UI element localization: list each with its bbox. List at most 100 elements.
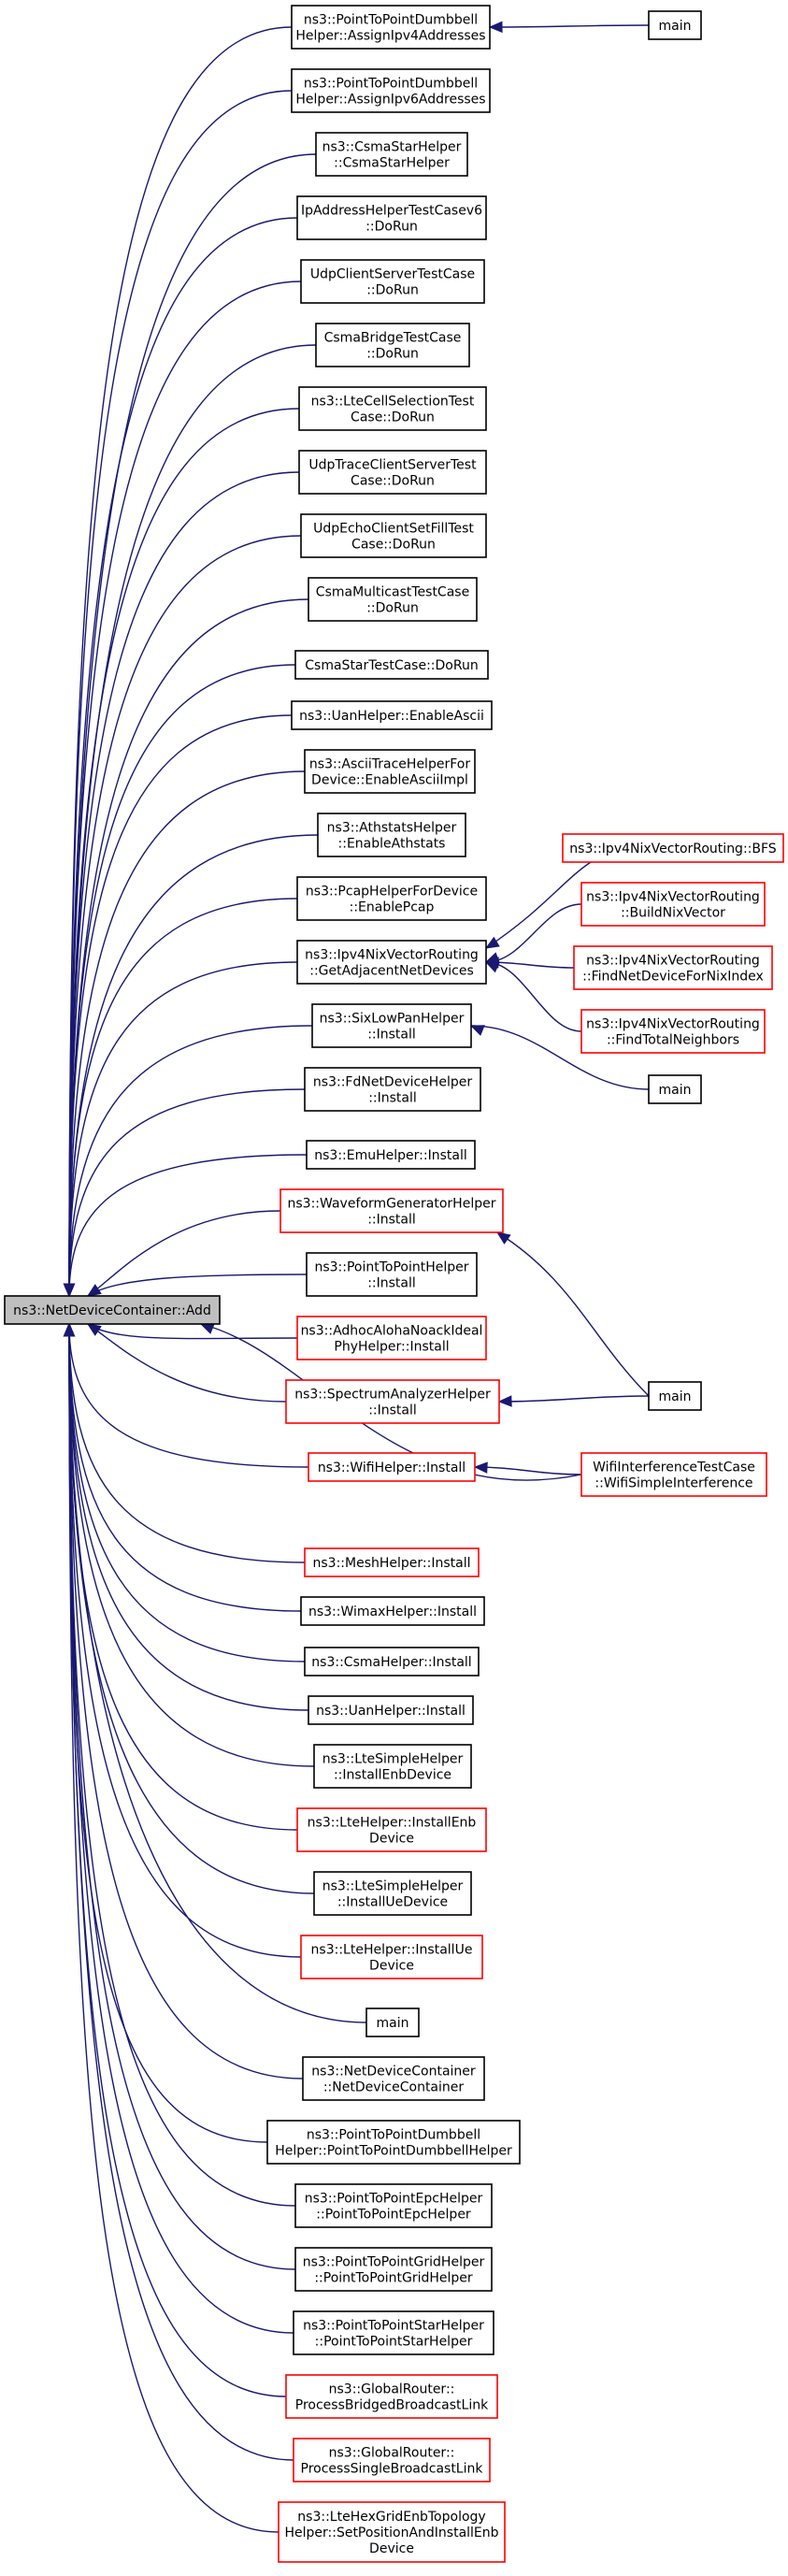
graph-node[interactable]: ns3::CsmaHelper::Install <box>304 1647 480 1677</box>
graph-node[interactable]: ns3::UanHelper::Install <box>308 1695 474 1725</box>
node-label: main <box>659 19 692 34</box>
graph-node[interactable]: ns3::SixLowPanHelper::Install <box>311 1003 472 1048</box>
node-label: UdpClientServerTestCase <box>310 267 475 282</box>
edge-layer <box>63 21 650 2533</box>
graph-node[interactable]: ns3::SpectrumAnalyzerHelper::Install <box>285 1379 500 1424</box>
node-label: ns3::AsciiTraceHelperFor <box>309 757 470 772</box>
node-box <box>648 10 702 40</box>
call-edge <box>68 1323 304 2080</box>
node-label: ns3::CsmaHelper::Install <box>311 1655 471 1670</box>
node-box <box>296 195 487 240</box>
graph-node[interactable]: ns3::AthstatsHelper::EnableAthstats <box>317 813 466 857</box>
graph-node[interactable]: ns3::LteSimpleHelper::InstallEnbDevice <box>313 1744 472 1789</box>
call-edge <box>68 1323 287 2397</box>
graph-node[interactable]: ns3::CsmaStarHelper::CsmaStarHelper <box>315 132 468 177</box>
graph-node[interactable]: ns3::AsciiTraceHelperForDevice::EnableAs… <box>304 749 476 794</box>
node-label: ns3::PointToPointStarHelper <box>303 2319 484 2334</box>
graph-node[interactable]: main <box>648 1074 702 1104</box>
graph-node[interactable]: ns3::FdNetDeviceHelper::Install <box>304 1067 481 1112</box>
node-box <box>365 2008 420 2037</box>
node-label: ns3::LteCellSelectionTest <box>311 395 475 410</box>
graph-node[interactable]: ns3::LteSimpleHelper::InstallUeDevice <box>313 1871 472 1916</box>
graph-node[interactable]: ns3::LteHexGridEnbTopologyHelper::SetPos… <box>278 2501 506 2563</box>
call-edge <box>87 1210 281 1297</box>
node-label: ns3::PointToPointDumbbell <box>304 77 478 92</box>
graph-node[interactable]: ns3::GlobalRouter::ProcessBridgedBroadca… <box>285 2374 498 2419</box>
node-label: Case::DoRun <box>351 474 435 489</box>
graph-node[interactable]: main <box>365 2008 420 2037</box>
node-box <box>296 1807 487 1852</box>
graph-node[interactable]: ns3::Ipv4NixVectorRouting::BuildNixVecto… <box>580 882 766 927</box>
node-box <box>294 650 489 680</box>
node-box <box>580 1452 767 1497</box>
graph-node[interactable]: ns3::LteHelper::InstallUeDevice <box>300 1935 483 1979</box>
graph-node[interactable]: ns3::Ipv4NixVectorRouting::BFS <box>562 833 784 863</box>
graph-node[interactable]: ns3::AdhocAlohaNoackIdealPhyHelper::Inst… <box>296 1316 487 1360</box>
graph-node[interactable]: IpAddressHelperTestCasev6::DoRun <box>296 195 487 240</box>
node-box <box>300 513 487 558</box>
graph-node[interactable]: ns3::WifiHelper::Install <box>308 1452 476 1482</box>
graph-node[interactable]: CsmaBridgeTestCase::DoRun <box>315 323 470 367</box>
graph-node[interactable]: CsmaMulticastTestCase::DoRun <box>308 577 478 622</box>
call-edge <box>68 1025 313 1297</box>
graph-node[interactable]: ns3::WaveformGeneratorHelper::Install <box>279 1188 504 1233</box>
node-box <box>293 2310 494 2355</box>
node-box <box>304 1647 480 1677</box>
graph-node[interactable]: ns3::PointToPointEpcHelper::PointToPoint… <box>294 2183 493 2228</box>
graph-node[interactable]: ns3::Ipv4NixVectorRouting::GetAdjacentNe… <box>296 940 487 985</box>
node-box <box>302 2056 485 2101</box>
graph-node[interactable]: ns3::PointToPointDumbbellHelper::PointTo… <box>266 2120 521 2165</box>
node-label: ns3::Ipv4NixVectorRouting <box>586 890 760 905</box>
graph-node[interactable]: ns3::GlobalRouter::ProcessSingleBroadcas… <box>293 2438 491 2482</box>
node-label: ::GetAdjacentNetDevices <box>309 964 474 979</box>
graph-node[interactable]: CsmaStarTestCase::DoRun <box>294 650 489 680</box>
call-edge <box>87 1323 298 1340</box>
node-box <box>291 700 493 730</box>
graph-node[interactable]: ns3::EmuHelper::Install <box>306 1140 476 1170</box>
node-label: ::Install <box>367 1276 416 1291</box>
graph-node[interactable]: UdpClientServerTestCase::DoRun <box>300 259 485 304</box>
node-label: ns3::GlobalRouter:: <box>329 2446 455 2461</box>
call-edge <box>485 903 582 963</box>
graph-node[interactable]: ns3::Ipv4NixVectorRouting::FindNetDevice… <box>573 945 773 990</box>
node-label: main <box>377 2016 409 2031</box>
node-label: ns3::Ipv4NixVectorRouting <box>586 1017 760 1032</box>
graph-node[interactable]: ns3::Ipv4NixVectorRouting::FindTotalNeig… <box>580 1009 766 1054</box>
graph-node[interactable]: ns3::PointToPointHelper::Install <box>306 1252 478 1297</box>
graph-node[interactable]: ns3::PointToPointStarHelper::PointToPoin… <box>293 2310 494 2355</box>
graph-node[interactable]: ns3::PointToPointDumbbellHelper::AssignI… <box>291 68 491 113</box>
call-edge <box>68 1088 306 1297</box>
node-label: ::DoRun <box>366 601 419 616</box>
graph-node[interactable]: ns3::LteHelper::InstallEnbDevice <box>296 1807 487 1852</box>
graph-node[interactable]: WifiInterferenceTestCase::WifiSimpleInte… <box>580 1452 767 1497</box>
node-label: WifiInterferenceTestCase <box>593 1461 755 1475</box>
call-edge <box>489 24 650 28</box>
node-box <box>294 2183 493 2228</box>
graph-node[interactable]: ns3::PcapHelperForDevice::EnablePcap <box>296 876 487 921</box>
root-node-netdevicecontainer-add[interactable]: ns3::NetDeviceContainer::Add <box>4 1295 221 1325</box>
graph-node[interactable]: ns3::WimaxHelper::Install <box>300 1596 485 1626</box>
call-edge <box>68 153 317 1297</box>
node-box <box>278 2501 506 2563</box>
call-edge <box>68 1323 315 1894</box>
node-box <box>293 2438 491 2482</box>
graph-node[interactable]: ns3::UanHelper::EnableAscii <box>291 700 493 730</box>
call-edge <box>498 1395 650 1403</box>
graph-node[interactable]: main <box>648 10 702 40</box>
node-box <box>317 813 466 857</box>
node-label: ::Install <box>368 1091 417 1106</box>
graph-node[interactable]: ns3::MeshHelper::Install <box>304 1547 480 1577</box>
graph-node[interactable]: ns3::NetDeviceContainer::NetDeviceContai… <box>302 2056 485 2101</box>
graph-node[interactable]: ns3::PointToPointDumbbellHelper::AssignI… <box>291 5 491 50</box>
node-label: ::NetDeviceContainer <box>323 2080 465 2095</box>
node-label: ProcessBridgedBroadcastLink <box>295 2398 489 2413</box>
node-box <box>304 1067 481 1112</box>
node-label: ns3::EmuHelper::Install <box>314 1148 466 1163</box>
node-box <box>300 1935 483 1979</box>
graph-node[interactable]: main <box>648 1381 702 1411</box>
arrowhead <box>488 21 503 34</box>
graph-node[interactable]: ns3::PointToPointGridHelper::PointToPoin… <box>294 2247 493 2292</box>
